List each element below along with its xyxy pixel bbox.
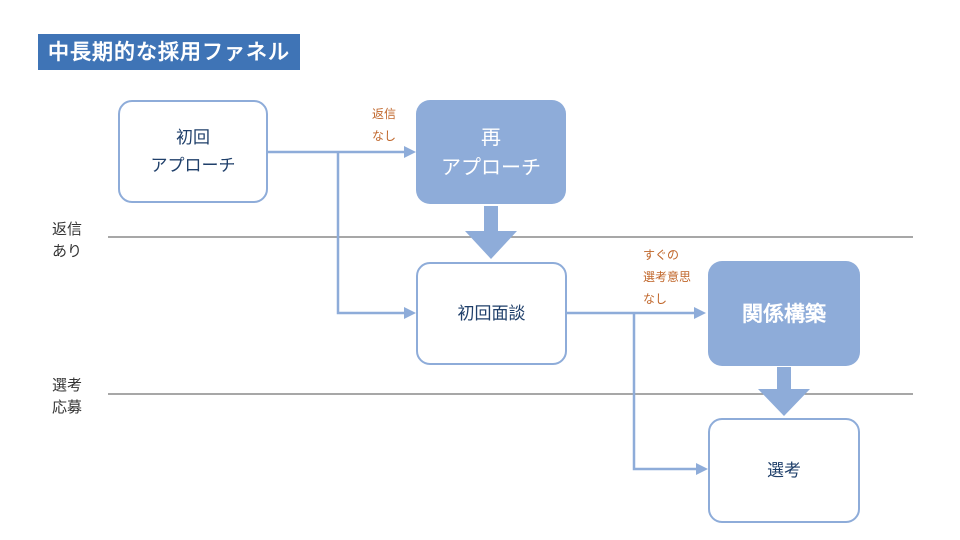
edge-label-no-intent-line1: すぐの	[643, 248, 680, 262]
node-re-approach-line2: アプローチ	[441, 155, 541, 179]
arrowhead-relationship	[694, 307, 706, 319]
diagram-title: 中長期的な採用ファネル	[38, 34, 300, 70]
node-selection: 選考	[708, 418, 860, 523]
edge-label-no-intent-line2: 選考意思	[643, 270, 692, 284]
arrowhead-interview	[404, 307, 416, 319]
stage-label-applied-line2: 応募	[52, 398, 83, 416]
node-first-approach-line2: アプローチ	[150, 155, 236, 176]
stage-label-replied-line2: あり	[52, 242, 83, 260]
block-arrow-reapproach-shaft	[484, 206, 498, 231]
block-arrow-relationship-shaft	[777, 367, 791, 389]
connector-interview-to-selection	[632, 313, 696, 471]
connector-first-to-interview	[336, 152, 404, 315]
block-arrow-relationship-head	[758, 389, 810, 416]
edge-label-no-intent-line3: なし	[643, 292, 668, 306]
node-first-interview-label: 初回面談	[457, 303, 526, 324]
stage-label-replied-line1: 返信	[52, 220, 83, 238]
stage-label-replied: 返信 あり	[52, 218, 82, 262]
arrowhead-reapproach	[404, 146, 416, 158]
edge-label-no-intent: すぐの 選考意思 なし	[643, 244, 691, 310]
edge-label-no-reply-line2: なし	[372, 129, 397, 143]
node-relationship-building: 関係構築	[708, 261, 860, 366]
stage-label-applied-line1: 選考	[52, 376, 83, 394]
node-first-approach-line1: 初回	[176, 127, 210, 148]
node-re-approach: 再 アプローチ	[416, 100, 566, 204]
edge-label-no-reply: 返信 なし	[372, 103, 396, 147]
stage-label-applied: 選考 応募	[52, 374, 82, 418]
node-first-approach: 初回 アプローチ	[118, 100, 268, 203]
block-arrow-reapproach-head	[465, 231, 517, 259]
arrowhead-selection	[696, 463, 708, 475]
node-selection-label: 選考	[767, 460, 801, 481]
node-first-interview: 初回面談	[416, 262, 567, 365]
node-re-approach-line1: 再	[481, 125, 501, 149]
edge-label-no-reply-line1: 返信	[372, 107, 397, 121]
node-relationship-building-label: 関係構築	[742, 301, 826, 326]
